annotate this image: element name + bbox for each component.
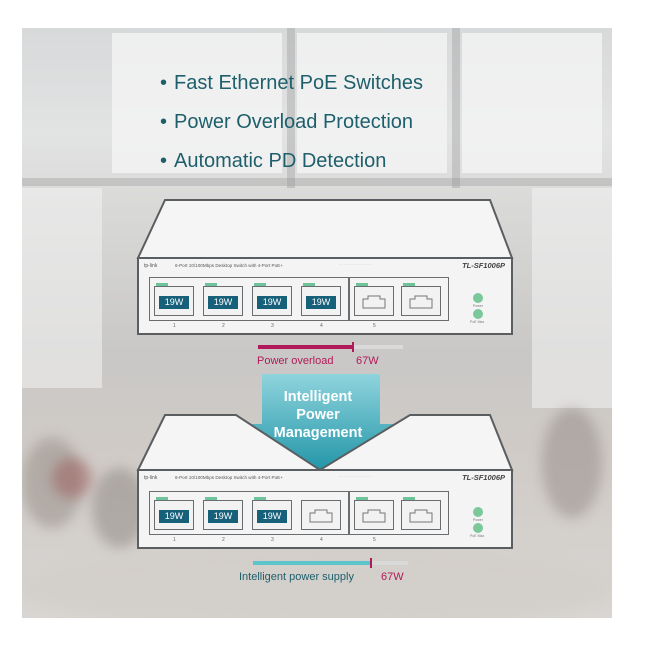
model-label: TL-SF1006P (462, 473, 505, 482)
brand-label: tp-link (144, 263, 158, 269)
port-led (403, 283, 415, 288)
feature-item: •Automatic PD Detection (160, 150, 387, 172)
port-3: 19W (252, 286, 292, 316)
feature-item: •Power Overload Protection (160, 111, 414, 133)
port-number: 1 (173, 537, 176, 543)
arrow-label-line: Power (296, 407, 340, 423)
blurred-person (52, 458, 92, 498)
poe-port-group (149, 277, 349, 321)
blurred-person (22, 438, 82, 528)
port-led (356, 283, 368, 288)
port-number: 1 (173, 323, 176, 329)
port-number: 4 (320, 537, 323, 543)
poe-port-group (149, 491, 349, 535)
poe-max-led (473, 309, 483, 319)
poe-max-led-label: PoE Max (470, 320, 485, 324)
power-led-label: Power (473, 304, 483, 308)
poe-power-label: 19W (159, 296, 189, 309)
port-led (254, 283, 266, 288)
poe-power-label: 19W (306, 296, 336, 309)
ethernet-port-icon (409, 295, 433, 309)
brand-label: tp-link (144, 475, 158, 481)
port-1: 19W (154, 286, 194, 316)
port-4: 19W (301, 286, 341, 316)
power-meter-fill (258, 345, 354, 349)
poe-max-led-label: PoE Max (470, 534, 485, 538)
port-number: 2 (222, 537, 225, 543)
ethernet-port-icon (362, 509, 386, 523)
model-label: TL-SF1006P (462, 261, 505, 270)
port-led (205, 497, 217, 502)
power-led-label: Power (473, 518, 483, 522)
switch-front-panel: tp-link 6-Port 10/100Mbps Desktop Switch… (137, 469, 513, 549)
poe-power-label: 19W (208, 510, 238, 523)
poe-power-label: 19W (257, 510, 287, 523)
poe-power-label: 19W (257, 296, 287, 309)
spec-text: ···· ······· ···· ··· ······ ···· (339, 474, 372, 478)
port-led (303, 283, 315, 288)
port-5 (354, 286, 394, 316)
poe-max-led (473, 523, 483, 533)
power-led (473, 507, 483, 517)
feature-list: •Fast Ethernet PoE Switches •Power Overl… (160, 64, 423, 181)
arrow-label: Intelligent Power Management (258, 388, 378, 442)
power-limit-marker (352, 342, 354, 352)
window-pane (532, 188, 612, 408)
port-led (254, 497, 266, 502)
background-photo (22, 28, 612, 618)
window-frame (287, 28, 295, 188)
blurred-person (542, 408, 602, 518)
port-led (403, 497, 415, 502)
port-6 (401, 286, 441, 316)
uplink-port-group (349, 491, 449, 535)
power-led (473, 293, 483, 303)
meter-caption: Intelligent power supply (239, 571, 354, 583)
blurred-table (22, 548, 612, 618)
uplink-port-group (349, 277, 449, 321)
power-limit-marker (370, 558, 372, 568)
port-led (356, 497, 368, 502)
port-number: 5 (373, 537, 376, 543)
port-number: 4 (320, 323, 323, 329)
ethernet-port-icon (309, 509, 333, 523)
description-label: 6-Port 10/100Mbps Desktop Switch with 4-… (175, 475, 283, 480)
port-3: 19W (252, 500, 292, 530)
window-pane (462, 33, 602, 173)
poe-power-label: 19W (208, 296, 238, 309)
arrow-label-line: Intelligent (283, 389, 353, 405)
arrow-label-line: Management (273, 425, 363, 441)
meter-value: 67W (381, 571, 404, 583)
feature-item: •Fast Ethernet PoE Switches (160, 72, 424, 94)
description-label: 6-Port 10/100Mbps Desktop Switch with 4-… (175, 263, 283, 268)
poe-power-label: 19W (159, 510, 189, 523)
window-pane (22, 188, 102, 388)
switch-front-panel: tp-link 6-Port 10/100Mbps Desktop Switch… (137, 257, 513, 335)
meter-caption: Power overload (257, 355, 334, 367)
port-number: 5 (373, 323, 376, 329)
window-frame (452, 28, 460, 188)
power-meter-fill (253, 561, 372, 565)
port-number: 2 (222, 323, 225, 329)
spec-text: ···· ······· ···· ··· ······ ···· (339, 262, 372, 266)
port-5 (354, 500, 394, 530)
window-pane (112, 33, 282, 173)
window-frame (22, 178, 612, 186)
meter-value: 67W (356, 355, 379, 367)
port-6 (401, 500, 441, 530)
port-2: 19W (203, 286, 243, 316)
port-led (156, 497, 168, 502)
port-number: 3 (271, 537, 274, 543)
port-2: 19W (203, 500, 243, 530)
port-led (156, 283, 168, 288)
ethernet-port-icon (362, 295, 386, 309)
port-led (205, 283, 217, 288)
port-number: 3 (271, 323, 274, 329)
ethernet-port-icon (409, 509, 433, 523)
port-1: 19W (154, 500, 194, 530)
window-pane (297, 33, 447, 173)
port-4 (301, 500, 341, 530)
